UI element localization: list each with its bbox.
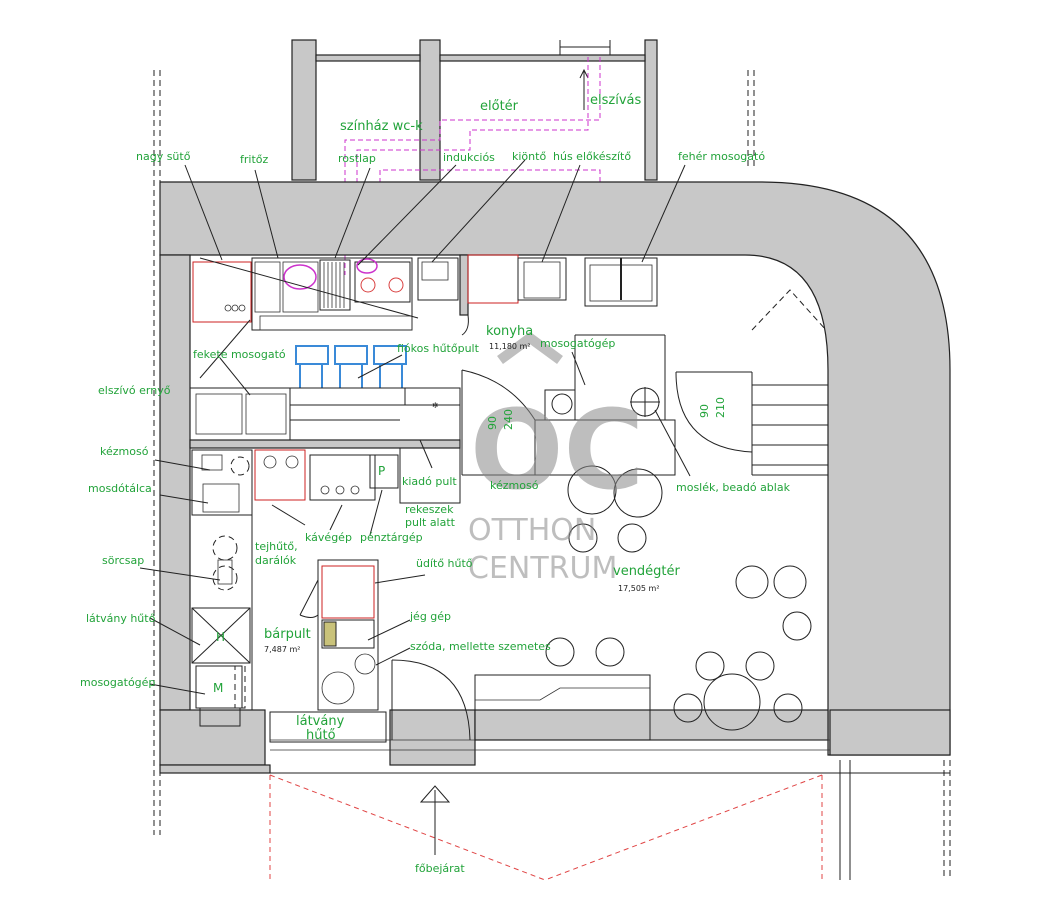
room-labels: előtér színház wc-k elszívás konyha 11,1…: [264, 93, 681, 875]
svg-text:mosogatógép: mosogatógép: [80, 676, 155, 689]
svg-text:indukciós: indukciós: [443, 151, 495, 164]
dining-furniture: [474, 465, 812, 741]
svg-text:kiadó pult: kiadó pult: [402, 475, 457, 488]
room-konyha-area: 11,180 m²: [489, 342, 531, 351]
room-vendegter-area: 17,505 m²: [618, 584, 660, 593]
svg-text:P: P: [378, 464, 385, 478]
svg-text:pénztárgép: pénztárgép: [360, 531, 423, 544]
svg-text:H: H: [216, 630, 225, 644]
svg-text:mosogatógép: mosogatógép: [540, 337, 615, 350]
svg-text:tejhűtő,: tejhűtő,: [255, 540, 298, 553]
bar-equipment: [191, 447, 461, 743]
room-elszivas: elszívás: [590, 93, 641, 108]
svg-text:kézmosó: kézmosó: [100, 445, 149, 458]
svg-text:fekete mosogató: fekete mosogató: [193, 348, 286, 361]
svg-text:fehér mosogató: fehér mosogató: [678, 150, 765, 163]
room-latvany-2: hűtő: [306, 728, 336, 743]
svg-text:fiókos hűtőpult: fiókos hűtőpult: [397, 342, 480, 355]
leader-lines: [139, 159, 691, 695]
svg-text:rostlap: rostlap: [338, 152, 376, 165]
svg-text:mosdótálca: mosdótálca: [88, 482, 152, 495]
svg-text:hús előkészítő: hús előkészítő: [553, 150, 631, 163]
svg-text:moslék, beadó ablak: moslék, beadó ablak: [676, 481, 791, 494]
svg-text:elszívó ernyő: elszívó ernyő: [98, 384, 171, 397]
upper-rooms: [291, 39, 658, 181]
svg-text:nagy sütő: nagy sütő: [136, 150, 191, 163]
svg-text:pult alatt: pult alatt: [405, 516, 456, 529]
svg-text:❄: ❄: [432, 401, 439, 410]
svg-text:darálók: darálók: [255, 554, 297, 567]
svg-text:240: 240: [502, 409, 515, 430]
room-vendegter: vendégtér: [613, 564, 681, 579]
kitchen-partitions: [189, 254, 676, 476]
svg-text:OC: OC: [470, 386, 644, 514]
room-fobejarat: főbejárat: [415, 862, 465, 875]
room-barpult-area: 7,487 m²: [264, 645, 300, 654]
svg-text:látvány hűtő: látvány hűtő: [86, 612, 156, 625]
room-szinhaz-wc: színház wc-k: [340, 119, 423, 134]
svg-text:rekeszek: rekeszek: [405, 503, 454, 516]
room-barpult: bárpult: [264, 627, 311, 642]
otthon-centrum-logo: OC OTTHON CENTRUM: [468, 331, 644, 586]
svg-text:jég gép: jég gép: [409, 610, 451, 623]
stairs: [751, 289, 828, 476]
svg-text:fritőz: fritőz: [240, 153, 268, 166]
svg-text:OTTHON: OTTHON: [468, 513, 596, 548]
svg-text:kézmosó: kézmosó: [490, 479, 539, 492]
fridge-counter: ❄: [189, 345, 461, 441]
equipment-labels: nagy sütő fritőz rostlap indukciós kiönt…: [80, 150, 791, 695]
svg-text:kávégép: kávégép: [305, 531, 352, 544]
svg-text:szóda, mellette szemetes: szóda, mellette szemetes: [410, 640, 551, 653]
svg-text:M: M: [213, 681, 223, 695]
door-dimensions: 90 240 90 210: [486, 397, 727, 430]
svg-text:kiöntő: kiöntő: [512, 150, 546, 163]
kitchen-equipment: [192, 254, 658, 331]
svg-text:üdítő hűtő: üdítő hűtő: [416, 557, 473, 570]
svg-text:90: 90: [698, 404, 711, 418]
room-konyha: konyha: [486, 324, 533, 339]
room-latvany-1: látvány: [296, 714, 345, 729]
svg-text:90: 90: [486, 416, 499, 430]
svg-text:210: 210: [714, 397, 727, 418]
svg-text:sörcsap: sörcsap: [102, 554, 144, 567]
svg-text:CENTRUM: CENTRUM: [468, 551, 617, 586]
main-walls: [159, 181, 951, 774]
entrance-zone: [269, 774, 823, 881]
room-eloter: előtér: [480, 99, 519, 114]
